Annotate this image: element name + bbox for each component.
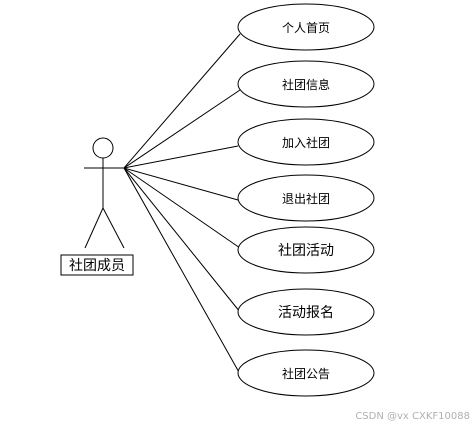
- use-case-3: 加入社团: [237, 118, 375, 166]
- use-case-label: 退出社团: [282, 191, 330, 206]
- use-case-label: 个人首页: [282, 21, 330, 35]
- use-case-2: 社团信息: [237, 60, 375, 108]
- use-case-label: 社团信息: [282, 77, 330, 92]
- use-case-label: 社团公告: [282, 366, 330, 381]
- actor-right-leg: [102, 207, 125, 249]
- use-case-label: 加入社团: [282, 135, 330, 150]
- actor-label-frame: [60, 254, 134, 276]
- use-case-7: 社团公告: [237, 349, 375, 397]
- association-line-4: [123, 167, 239, 201]
- actor-figure: [84, 137, 125, 249]
- association-line-6: [123, 167, 241, 313]
- watermark: CSDN @vx CXKF10088: [355, 411, 470, 422]
- use-case-label: 活动报名: [278, 305, 334, 321]
- use-case-5: 社团活动: [237, 226, 375, 274]
- use-case-label: 社团活动: [278, 243, 334, 259]
- actor-head: [92, 137, 114, 159]
- association-line-1: [123, 33, 241, 169]
- actor-left-leg: [84, 207, 104, 249]
- actor-label: 社团成员: [69, 258, 125, 274]
- association-line-3: [123, 145, 239, 169]
- use-case-6: 活动报名: [237, 288, 375, 336]
- association-line-5: [123, 167, 241, 249]
- actor-label-box: 社团成员: [60, 254, 134, 276]
- association-line-7: [123, 167, 241, 375]
- association-line-2: [123, 89, 241, 169]
- use-case-1: 个人首页: [237, 3, 375, 51]
- use-case-4: 退出社团: [237, 174, 375, 222]
- associations: [123, 33, 241, 375]
